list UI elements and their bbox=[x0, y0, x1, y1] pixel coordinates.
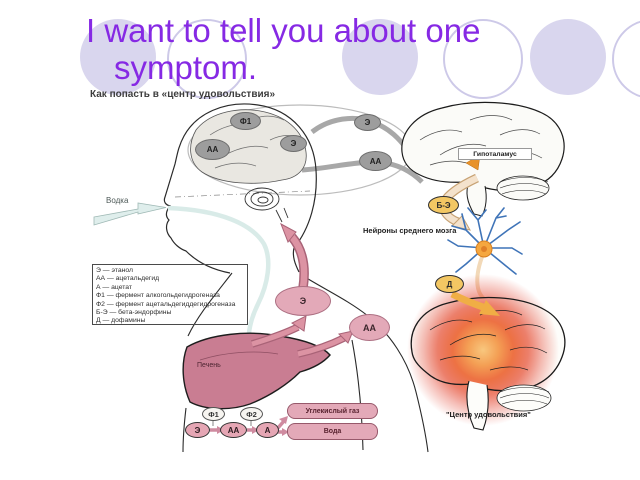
legend-line: Б-Э — бета-эндорфины bbox=[96, 309, 172, 317]
legend-box: Э — этанол АА — ацетальдегид А — ацетат … bbox=[92, 264, 248, 325]
label-hypothalamus: Гипоталамус bbox=[458, 148, 532, 160]
badge-ethanol-link: Э bbox=[354, 114, 381, 131]
badge-enzyme2-chain: Ф2 bbox=[240, 407, 263, 421]
slide-title-line2: symptom. bbox=[114, 49, 258, 86]
diagram-heading: Как попасть в «центр удовольствия» bbox=[90, 89, 276, 100]
badge-beta-endorphin: Б-Э bbox=[428, 196, 459, 214]
decor-bubble-filled bbox=[530, 19, 606, 95]
badge-ethanol-chain: Э bbox=[185, 422, 210, 438]
badge-acetaldehyde-body: АА bbox=[349, 314, 390, 341]
head-cerebellum bbox=[244, 187, 289, 223]
legend-line: А — ацетат bbox=[96, 283, 133, 291]
badge-enzyme1-head: Ф1 bbox=[230, 112, 261, 130]
liver-to-ethanol-arrow bbox=[250, 315, 307, 348]
vodka-arrow bbox=[93, 202, 167, 226]
neck-arrow bbox=[280, 222, 309, 289]
label-pleasure-center: "Центр удовольствия" bbox=[446, 410, 531, 419]
pleasure-brain bbox=[407, 274, 566, 431]
head-profile bbox=[163, 103, 317, 274]
side-brain-cerebellum bbox=[496, 175, 550, 201]
badge-acetaldehyde-link: АА bbox=[359, 151, 392, 171]
decor-bubble-filled bbox=[80, 19, 156, 95]
badge-dopamine: Д bbox=[435, 275, 464, 293]
legend-line: АА — ацетальдегид bbox=[96, 275, 160, 283]
label-midbrain-neurons: Нейроны среднего мозга bbox=[363, 226, 457, 235]
liver-to-acetaldehyde-arrow bbox=[297, 330, 354, 358]
slide-title-line1: I want to tell you about one bbox=[86, 12, 481, 49]
badge-acetaldehyde-chain: АА bbox=[220, 422, 247, 438]
legend-line: Д — дофамины bbox=[96, 317, 146, 325]
decor-bubble-outline bbox=[167, 19, 247, 99]
brain-side-view bbox=[401, 101, 565, 217]
legend-line: Э — этанол bbox=[96, 267, 133, 274]
label-liver: Печень bbox=[197, 362, 221, 369]
decor-bubble-filled bbox=[342, 19, 418, 95]
label-carbon-dioxide: Углекислый газ bbox=[287, 403, 378, 419]
badge-enzyme1-chain: Ф1 bbox=[202, 407, 225, 421]
slide-title: I want to tell you about one symptom. bbox=[86, 12, 606, 86]
badge-acetaldehyde-head: АА bbox=[195, 139, 230, 160]
label-water: Вода bbox=[287, 423, 378, 440]
legend-line: Ф1 — фермент алкогольдегидрогеназа bbox=[96, 292, 220, 300]
label-vodka: Водка bbox=[106, 196, 129, 205]
decor-bubble-outline bbox=[443, 19, 523, 99]
badge-ethanol-head: Э bbox=[280, 135, 307, 152]
badge-ethanol-body: Э bbox=[275, 286, 331, 316]
dopamine-arrow bbox=[450, 290, 500, 316]
badge-acetate-chain: А bbox=[256, 422, 279, 438]
legend-line: Ф2 — фермент ацетальдегиддегидрогеназа bbox=[96, 300, 236, 308]
